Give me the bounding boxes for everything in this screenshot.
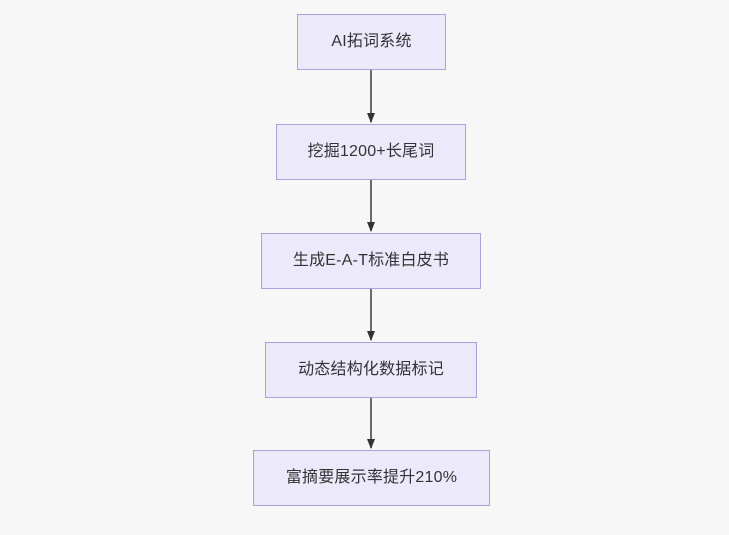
flow-node-label: 挖掘1200+长尾词: [307, 143, 435, 160]
flow-node-rich-snippet-result[interactable]: 富摘要展示率提升210%: [253, 450, 490, 506]
flow-node-structured-data-markup[interactable]: 动态结构化数据标记: [265, 342, 477, 398]
flow-node-longtail-keywords[interactable]: 挖掘1200+长尾词: [276, 124, 466, 180]
flow-node-label: 富摘要展示率提升210%: [285, 469, 458, 486]
flow-node-eat-whitepaper[interactable]: 生成E-A-T标准白皮书: [261, 233, 481, 289]
flow-node-ai-keyword-system[interactable]: AI拓词系统: [297, 14, 446, 70]
flow-node-label: 生成E-A-T标准白皮书: [292, 252, 450, 269]
flow-node-label: 动态结构化数据标记: [298, 361, 444, 378]
flow-node-label: AI拓词系统: [331, 33, 412, 50]
